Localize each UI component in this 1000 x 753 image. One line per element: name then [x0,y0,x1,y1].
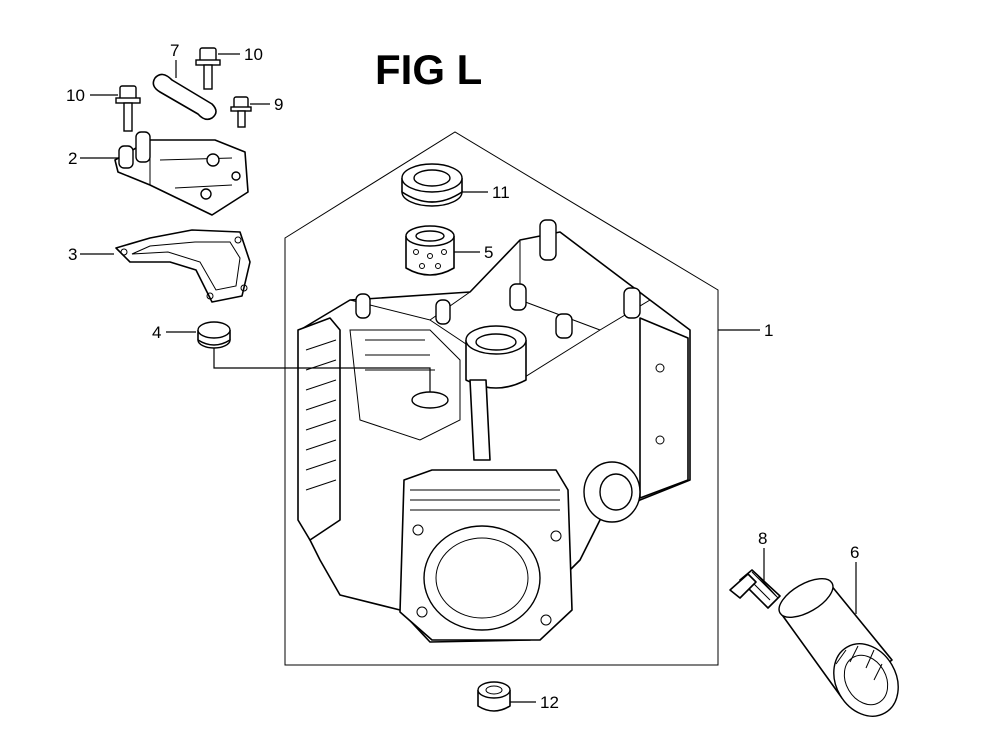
callout-labels: 1 2 3 4 5 6 7 8 9 10 10 11 12 [66,41,859,712]
callout-11: 11 [492,183,510,202]
stud-8 [729,569,781,609]
plug-4 [197,321,231,349]
callout-5: 5 [484,243,493,262]
gasket-3 [115,229,251,303]
breather-cover-2 [114,131,249,216]
bushing-5 [405,225,455,276]
callout-7: 7 [170,41,179,60]
callout-6: 6 [850,543,859,562]
drain-plug-12 [477,681,511,712]
crankcase-1 [297,219,691,643]
callout-1: 1 [764,321,773,340]
callout-12: 12 [540,693,559,712]
oil-filter-6 [778,578,899,717]
bolt-10-left [115,85,141,132]
leader-lines [80,53,857,703]
bolt-10-top [195,47,221,90]
callout-4: 4 [152,323,161,342]
callout-2: 2 [68,149,77,168]
oil-seal-11 [401,163,463,207]
bolt-9 [230,96,252,128]
callout-8: 8 [758,529,767,548]
group-boundary [284,131,719,666]
figure-title: FIG L [375,46,482,93]
callout-10-top: 10 [244,45,263,64]
link-7 [152,73,217,121]
callout-10-left: 10 [66,86,85,105]
callout-9: 9 [274,95,283,114]
callout-3: 3 [68,245,77,264]
